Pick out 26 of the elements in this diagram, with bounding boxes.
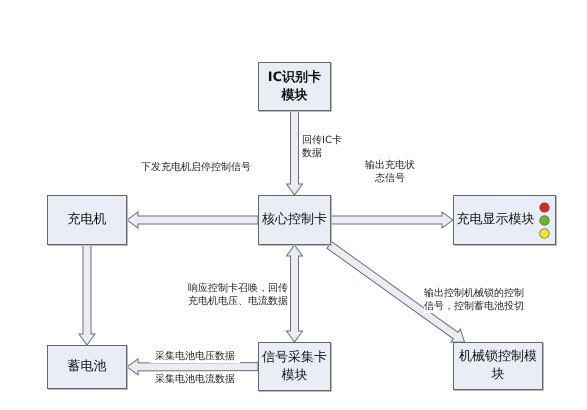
- box-label: 充电机: [66, 211, 108, 229]
- block-arrow: [126, 358, 258, 376]
- process-box: [453, 342, 543, 390]
- edge-label: 响应控制卡召唤，回传充电机电压、电流数据: [185, 282, 288, 308]
- block-arrow: [326, 241, 466, 343]
- note-label: 采集电池电流数据: [154, 373, 236, 386]
- block-arrow: [126, 211, 258, 229]
- process-box: [47, 345, 127, 389]
- edge-label: 输出充电状态信号: [362, 159, 418, 185]
- process-box: [258, 342, 331, 391]
- process-box: [258, 62, 331, 111]
- edge-label: 下发充电机启停控制信号: [138, 161, 254, 174]
- process-box: [453, 195, 556, 245]
- box-label: 蓄电池: [66, 358, 108, 376]
- box-label: IC识别卡模块: [266, 68, 322, 104]
- block-arrow: [286, 110, 304, 196]
- block-arrow: [78, 244, 96, 346]
- edge-label: 采集电池电压数据: [150, 350, 240, 363]
- process-box: [258, 195, 331, 245]
- block-arrow: [286, 244, 304, 343]
- box-label: 机械锁控制模块: [458, 348, 538, 384]
- block-arrow: [330, 211, 454, 229]
- box-label: 信号采集卡模块: [261, 348, 328, 384]
- box-label: 核心控制卡: [261, 211, 328, 229]
- process-box: [47, 195, 127, 245]
- box-label: 充电显示模块: [456, 211, 536, 229]
